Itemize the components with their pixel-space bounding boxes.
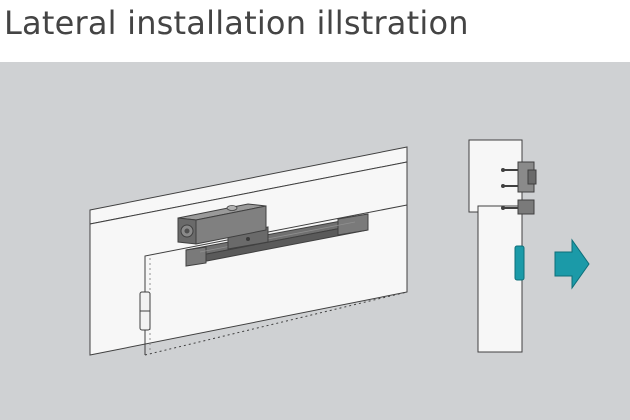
illustration-canvas — [0, 62, 630, 420]
side-closer — [501, 161, 537, 215]
page-title: Lateral installation illstration — [4, 4, 469, 42]
side-frame — [468, 139, 523, 213]
hinge-icon — [139, 291, 151, 331]
closer-side — [195, 205, 267, 245]
side-view — [468, 139, 590, 353]
arrow-right-icon — [554, 238, 590, 290]
header: Lateral installation illstration — [0, 0, 630, 62]
side-marker — [514, 245, 525, 281]
installation-diagram — [0, 62, 630, 420]
side-door — [477, 205, 523, 353]
door-closer-body — [177, 203, 267, 245]
perspective-view — [89, 146, 408, 356]
